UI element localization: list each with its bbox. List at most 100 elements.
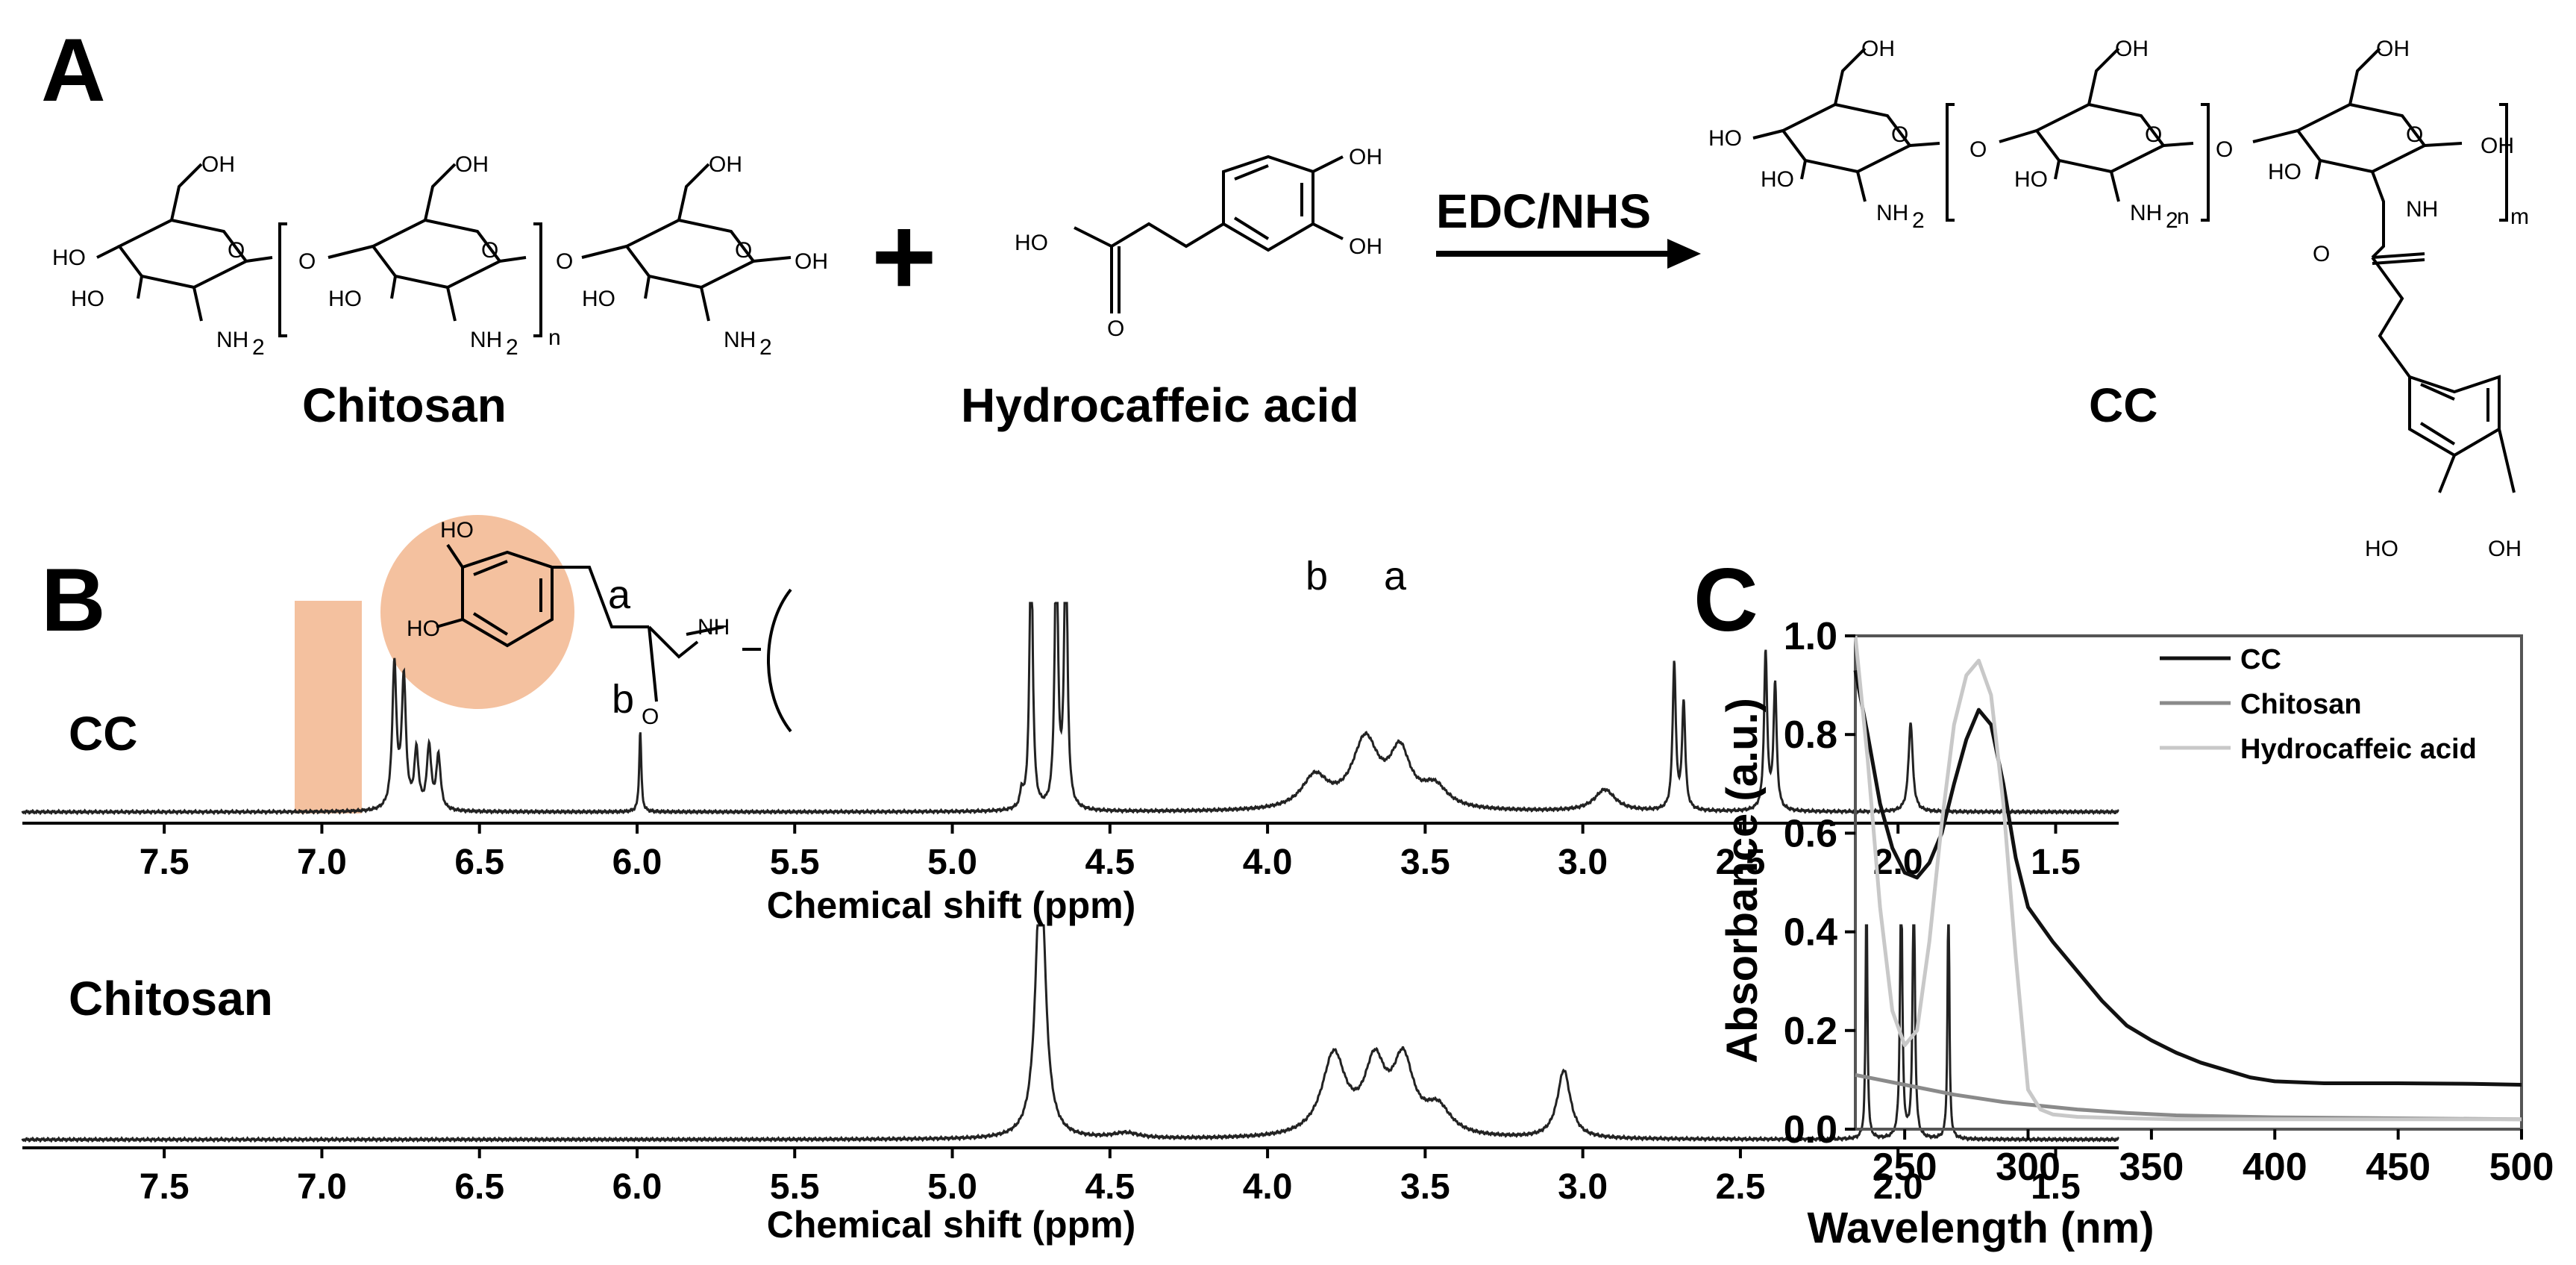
nmr-top-tick-label: 7.0 [297, 843, 347, 882]
svg-text:O: O [298, 249, 316, 274]
svg-text:n: n [2177, 204, 2190, 229]
nmr-top-tick-label: 4.5 [1085, 843, 1135, 882]
svg-text:O: O [2313, 242, 2330, 266]
cc-label: CC [2089, 378, 2157, 432]
nmr-bottom-tick-label: 1.5 [2031, 1167, 2081, 1207]
uv-legend-label: CC [2240, 644, 2281, 675]
aromatic-highlight [295, 601, 362, 813]
svg-text:O: O [481, 238, 498, 263]
svg-text:2: 2 [506, 335, 518, 360]
uv-x-tick-label: 250 [1873, 1146, 1937, 1189]
nmr-bottom-tick-label: 4.0 [1243, 1167, 1293, 1207]
svg-text:HO: HO [52, 246, 86, 270]
nmr-top-tick-label: 5.0 [927, 843, 977, 882]
cc-nmr-spectrum [21, 602, 2119, 816]
nmr-top-tick-label: 6.5 [454, 843, 504, 882]
cc-structure [1752, 47, 2516, 493]
plus-sign: + [871, 193, 937, 319]
svg-text:OH: OH [709, 152, 742, 177]
inset-label-b: b [612, 677, 634, 722]
nmr-top-tick-label: 6.0 [612, 843, 662, 882]
nmr-chitosan-label: Chitosan [69, 972, 273, 1025]
svg-text:NH: NH [724, 328, 756, 352]
svg-text:O: O [1969, 137, 1987, 162]
nmr-bottom-tick-label: 4.5 [1085, 1167, 1135, 1207]
reaction-arrow [1436, 239, 1701, 269]
nmr-top-tick-label: 1.5 [2031, 843, 2081, 882]
svg-text:2: 2 [2166, 208, 2178, 233]
svg-text:O: O [228, 238, 245, 263]
inset-nh: NH [698, 615, 730, 640]
svg-text:OH: OH [2376, 37, 2410, 61]
nmr-bottom-tick-label: 6.0 [612, 1167, 662, 1207]
svg-text:O: O [556, 249, 573, 274]
hca-oh-top: OH [1349, 145, 1382, 169]
svg-text:OH: OH [795, 249, 828, 274]
svg-text:O: O [1891, 122, 1908, 147]
svg-text:NH: NH [1876, 201, 1908, 225]
uv-plot-frame [1854, 634, 2523, 1131]
catechol-inset-structure [436, 543, 792, 733]
uv-xlabel: Wavelength (nm) [1807, 1204, 2154, 1252]
nmr-bottom-tick-label: 5.5 [770, 1167, 820, 1207]
uv-x-tick-label: 500 [2489, 1146, 2554, 1189]
nmr-bottom-tick-label: 6.5 [454, 1167, 504, 1207]
uv-y-tick-label: 0.8 [1784, 713, 1837, 757]
panel-label-a: A [41, 20, 106, 120]
nmr-bottom-tick-label: 2.0 [1873, 1167, 1923, 1207]
nmr-top-tick-label: 2.5 [1716, 843, 1766, 882]
svg-text:n: n [548, 325, 561, 350]
svg-text:2: 2 [1912, 208, 1925, 233]
hydrocaffeic-label: Hydrocaffeic acid [961, 378, 1359, 432]
svg-text:NH: NH [470, 328, 502, 352]
uv-legend-label: Chitosan [2240, 689, 2362, 720]
uv-x-tick-label: 450 [2366, 1146, 2431, 1189]
reagent-label: EDC/NHS [1436, 184, 1651, 238]
svg-text:HO: HO [2014, 167, 2048, 192]
svg-text:OH: OH [2481, 134, 2514, 158]
nmr-bottom-tick-label: 3.0 [1558, 1167, 1608, 1207]
inset-ho-top: HO [440, 518, 474, 543]
hca-ho: HO [1015, 231, 1048, 255]
svg-text:NH: NH [216, 328, 248, 352]
peak-label-b: b [1306, 554, 1328, 599]
svg-text:2: 2 [759, 335, 772, 360]
uv-legend-label: Hydrocaffeic acid [2240, 734, 2477, 765]
catechol-highlight-circle [380, 515, 574, 709]
svg-text:HO: HO [2365, 537, 2398, 561]
hca-oh-bottom: OH [1349, 234, 1382, 259]
nmr-bottom-tick-label: 5.0 [927, 1167, 977, 1207]
nmr-bottom-tick-label: 3.5 [1400, 1167, 1450, 1207]
nmr-top-tick-label: 4.0 [1243, 843, 1293, 882]
uv-y-tick-label: 0.2 [1784, 1010, 1837, 1053]
cc-atom-labels: OH OH OH HO HO HO HO O O O O O OH NH 2 N… [1708, 37, 2529, 561]
svg-text:NH: NH [2130, 201, 2162, 225]
chitosan-nmr-spectrum [21, 924, 2119, 1143]
uv-y-tick-label: 0.4 [1784, 911, 1837, 955]
svg-text:HO: HO [1708, 126, 1742, 151]
chitosan-atom-labels: OH OH OH HO HO HO HO O O O O O OH NH 2 N… [52, 152, 828, 360]
uv-series-line [1853, 635, 2522, 1122]
hca-o: O [1107, 316, 1124, 341]
panel-label-b: B [41, 550, 106, 650]
svg-text:OH: OH [1861, 37, 1895, 61]
svg-text:HO: HO [71, 287, 104, 311]
svg-text:HO: HO [2268, 160, 2301, 184]
chitosan-label: Chitosan [302, 378, 507, 432]
svg-text:O: O [2145, 122, 2162, 147]
nmr-top-tick-label: 7.5 [140, 843, 189, 882]
svg-text:HO: HO [328, 287, 362, 311]
svg-text:OH: OH [201, 152, 235, 177]
uv-ylabel: Absorbance (a.u.) [1718, 698, 1767, 1063]
svg-text:HO: HO [582, 287, 615, 311]
svg-text:NH: NH [2406, 197, 2438, 222]
svg-text:HO: HO [1761, 167, 1794, 192]
nmr-bottom-tick-label: 7.0 [297, 1167, 347, 1207]
hydrocaffeic-structure [1074, 154, 1344, 313]
nmr-top-tick-label: 3.0 [1558, 843, 1608, 882]
uv-y-tick-label: 0.0 [1784, 1108, 1837, 1152]
svg-text:O: O [2406, 122, 2423, 147]
uv-y-tick-label: 1.0 [1784, 615, 1837, 658]
